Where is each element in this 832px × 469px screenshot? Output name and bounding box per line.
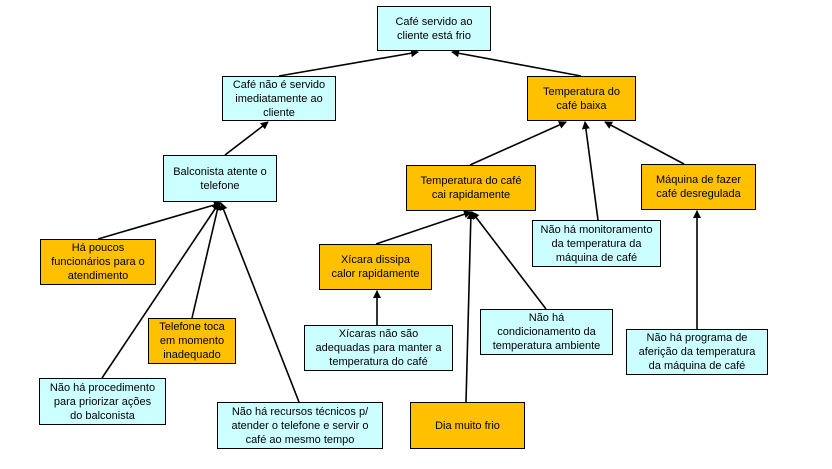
node-xicara-dissipa-calor: Xícara dissipa calor rapidamente	[319, 244, 432, 290]
arrow-balconista-to-nao-servido	[224, 121, 269, 156]
node-sem-monitoramento-temperatura: Não há monitoramento da temperatura da m…	[532, 220, 661, 267]
arrow-poucos-to-balconista	[97, 201, 222, 240]
arrow-temp-cai-to-temp-baixa	[469, 121, 567, 166]
arrow-maquina-to-temp-baixa	[604, 121, 685, 165]
node-dia-muito-frio: Dia muito frio	[410, 402, 525, 449]
arrow-dia-frio-to-temp-cai	[465, 211, 475, 403]
node-balconista-atende-telefone: Balconista atente o telefone	[163, 155, 277, 202]
node-cafe-nao-servido-imediatamente: Café não é servido imediatamente ao clie…	[222, 76, 336, 121]
node-sem-recursos-tecnicos: Não há recursos técnicos p/ atender o te…	[217, 402, 383, 449]
arrow-telefone-to-balconista	[191, 202, 222, 319]
node-poucos-funcionarios: Há poucos funcionários para o atendiment…	[40, 239, 156, 285]
node-telefone-toca: Telefone toca em momento inadequado	[148, 318, 236, 364]
node-sem-condicionamento-ambiente: Não há condicionamento da temperatura am…	[480, 309, 613, 355]
arrow-procedimento-to-balconista	[101, 202, 220, 379]
node-sem-programa-afericao: Não há programa de aferição da temperatu…	[626, 329, 768, 375]
arrow-recursos-to-balconista	[219, 202, 300, 403]
node-maquina-desregulada: Máquina de fazer café desregulada	[641, 164, 756, 210]
node-cafe-servido-frio: Café servido ao cliente está frio	[377, 6, 491, 51]
arrow-xicara-to-temp-cai	[375, 210, 472, 245]
node-temperatura-cai-rapidamente: Temperatura do café cai rapidamente	[406, 165, 536, 211]
arrow-monitoramento-to-temp-baixa	[581, 121, 599, 221]
node-xicaras-inadequadas: Xícaras não são adequadas para manter a …	[304, 325, 453, 371]
node-sem-procedimento-priorizar: Não há procedimento para priorizar ações…	[39, 378, 166, 425]
node-temperatura-cafe-baixa: Temperatura do café baixa	[527, 76, 636, 121]
arrow-condicionamento-to-temp-cai	[471, 211, 547, 310]
arrow-nao-servido-to-cafe-frio	[278, 49, 419, 77]
arrow-temp-baixa-to-cafe-frio	[451, 49, 582, 77]
